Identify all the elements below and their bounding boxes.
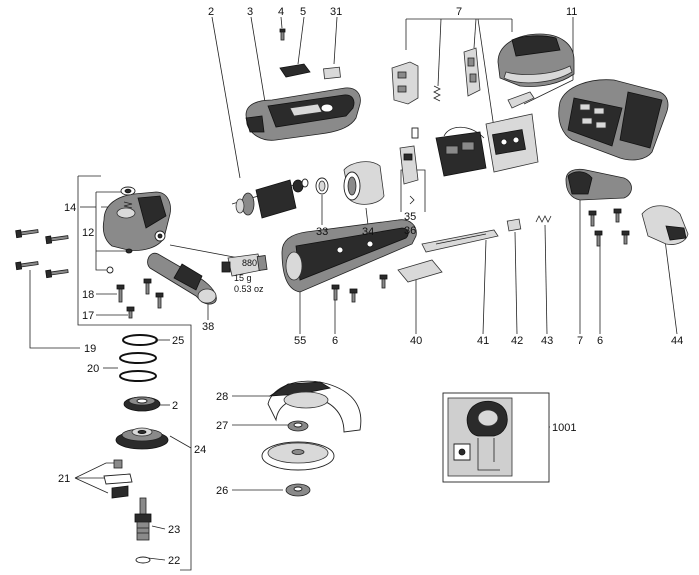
part-12-pin [106,266,114,274]
label-34: 34 [362,226,374,238]
battery-housing [558,79,669,161]
part-12-washer [125,248,133,254]
label-36: 36 [404,225,416,237]
label-20: 20 [87,363,99,375]
part-26-nut [285,483,311,497]
part-4-screw [279,28,286,41]
part-24-flange [115,427,169,450]
label-23: 23 [168,524,180,536]
label-5: 5 [300,6,306,18]
callout-labels: 2 3 4 5 31 7 11 14 12 18 17 19 33 34 35 … [58,6,683,567]
label-24: 24 [194,444,206,456]
part-20-ring-lower [119,370,157,382]
label-55: 55 [294,335,306,347]
part-34-stator [343,161,385,205]
part-2-bevel-gear [123,396,161,412]
label-2-bottom: 2 [172,400,178,412]
label-7-bottom: 7 [577,335,583,347]
leader-lines [29,16,678,571]
label-2-top: 2 [208,6,214,18]
part-41-rail [421,229,499,253]
part-31-label [323,66,341,80]
label-33: 33 [316,226,328,238]
label-12: 12 [82,227,94,239]
label-25: 25 [172,335,184,347]
part-3-switch-housing [245,87,361,141]
part-20-ring [119,352,157,364]
part-14-gear-housing [102,191,171,251]
part-1001-inset [442,392,550,483]
part-25-o-ring [122,334,158,346]
grease-amount: 15 g [234,273,252,283]
part-19-screws [15,229,69,279]
part-11-label-strip [507,91,535,109]
label-35: 35 [404,211,416,223]
electronics-module [411,113,539,177]
label-27: 27 [216,420,228,432]
part-38-side-handle [147,252,217,305]
label-11: 11 [566,6,577,18]
grease-code: 880 [242,258,257,268]
part-6-screws-right [588,208,630,247]
label-31: 31 [330,6,342,18]
label-1001: 1001 [552,422,576,434]
part-2-armature [231,178,309,219]
label-26: 26 [216,485,228,497]
part-7-top-cover [497,33,575,87]
label-14: 14 [64,202,76,214]
part-7-brackets [391,47,481,105]
label-3: 3 [247,6,253,18]
part-42-pin [506,218,522,232]
part-17-screw [126,306,135,319]
grease-note: 880 15 g 0.53 oz [234,258,264,294]
grinding-disc [261,441,335,471]
label-19: 19 [84,343,96,355]
label-41: 41 [477,335,489,347]
part-14-bearing [120,186,136,209]
label-43: 43 [541,335,553,347]
part-55-motor-housing [281,219,417,293]
label-44: 44 [671,335,683,347]
part-40-label [397,259,443,283]
label-6-right: 6 [597,335,603,347]
part-27-flange [287,420,309,432]
label-42: 42 [511,335,523,347]
part-5-cover [279,63,311,78]
label-6-left: 6 [332,335,338,347]
part-21-lock-parts [103,459,133,499]
label-22: 22 [168,555,180,567]
part-33-bearing-ring [315,177,329,195]
label-40: 40 [410,335,422,347]
label-17: 17 [82,310,94,322]
part-7-latch-housing [565,168,632,201]
part-22-washer [135,556,151,564]
grease-tube [221,253,268,277]
label-28: 28 [216,391,228,403]
part-28-wheel-guard [267,380,362,433]
label-7-top: 7 [456,6,462,18]
part-18-screws [116,278,164,309]
part-23-spindle [134,497,152,541]
part-35-brush-holder [399,145,419,205]
label-38: 38 [202,321,214,333]
part-43-spring [535,215,552,223]
part-6-screws-left [331,274,388,303]
grease-amount-oz: 0.53 oz [234,284,264,294]
label-18: 18 [82,289,94,301]
part-44-end-cap [641,205,689,245]
label-21: 21 [58,473,70,485]
label-4: 4 [278,6,284,18]
